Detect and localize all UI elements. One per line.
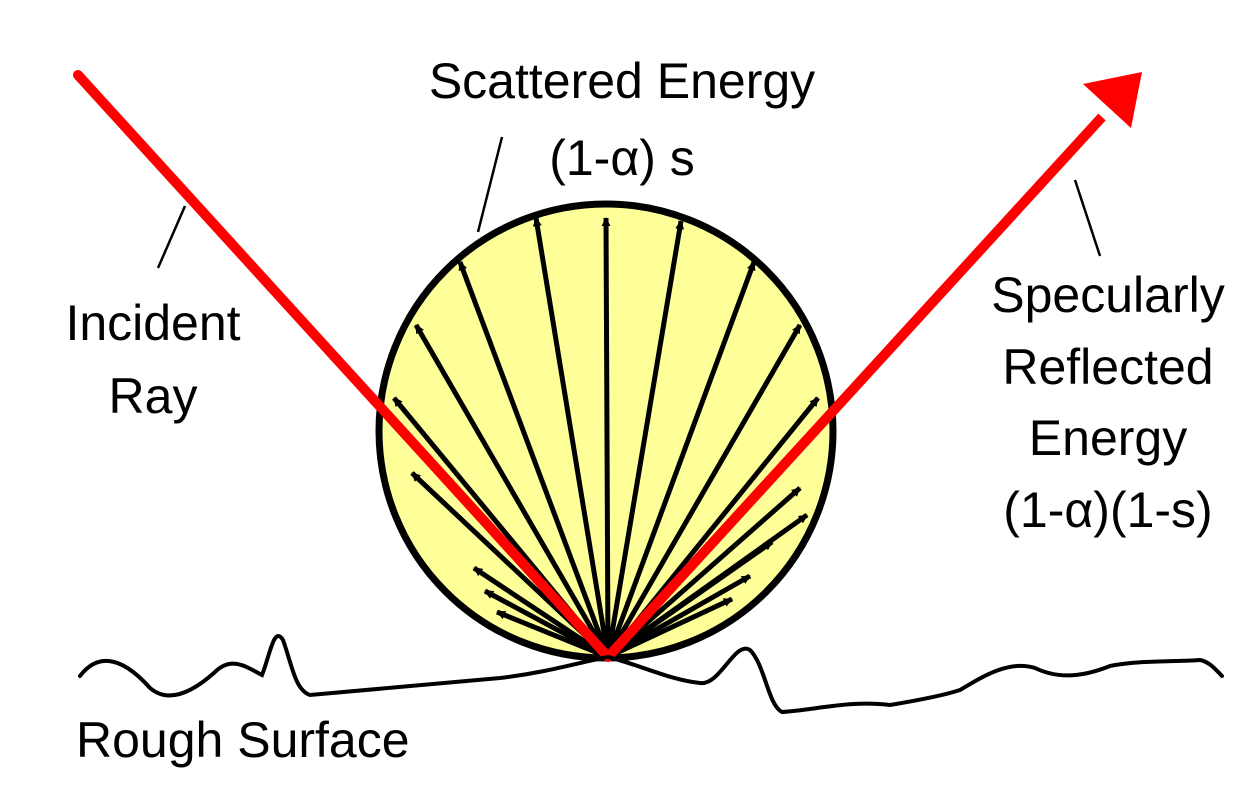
specular-label-1: Specularly <box>991 267 1224 323</box>
rough-surface-label: Rough Surface <box>76 712 410 768</box>
scattered-energy-formula: (1-α) s <box>549 130 695 186</box>
scattered-arrow-8 <box>532 217 611 658</box>
scattered-arrows <box>392 217 820 660</box>
incident-ray-label: Incident <box>65 295 240 351</box>
reflected-ray <box>604 113 1106 661</box>
scattered-arrow-7 <box>457 261 611 658</box>
scattered-arrow-16 <box>606 539 774 660</box>
specular-formula: (1-α)(1-s) <box>1003 482 1212 538</box>
specular-label-3: Energy <box>1029 410 1187 466</box>
reflected-ray-arrowhead <box>1083 72 1142 128</box>
scattered-arrow-10 <box>605 220 685 658</box>
scattered-energy-label: Scattered Energy <box>429 53 815 109</box>
scattered-arrow-12 <box>605 323 803 659</box>
scattered-arrow-18 <box>606 596 734 660</box>
incident-ray-label-2: Ray <box>109 368 198 424</box>
scattered-arrow-3 <box>483 588 610 660</box>
scattered-leader-line <box>476 136 504 233</box>
specular-label-2: Reflected <box>1002 339 1213 395</box>
scattered-arrow-2 <box>472 565 610 660</box>
rough-surface <box>78 634 1224 715</box>
incident-leader-line <box>156 205 187 269</box>
specular-leader-line <box>1073 179 1102 257</box>
scattered-arrow-6 <box>413 323 611 659</box>
scattered-arrow-11 <box>605 261 757 658</box>
scattered-arrow-9 <box>601 217 611 658</box>
incident-ray <box>73 70 613 662</box>
